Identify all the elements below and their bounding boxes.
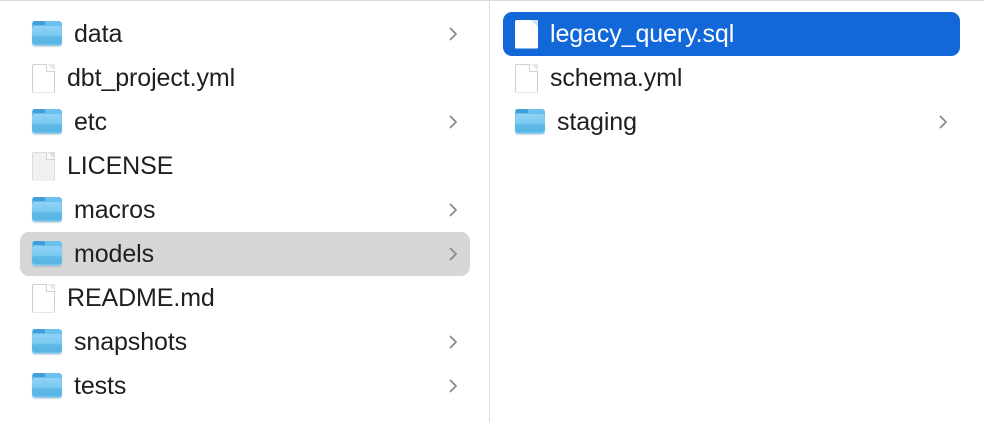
item-label: LICENSE [67,152,174,180]
document-icon [32,151,55,181]
item-label: data [74,20,123,48]
document-icon [515,19,538,49]
chevron-right-icon[interactable] [448,201,460,219]
folder-row[interactable]: etc [20,100,470,144]
folder-row[interactable]: data [20,12,470,56]
file-row[interactable]: LICENSE [20,144,470,188]
file-row[interactable]: legacy_query.sql [503,12,960,56]
folder-icon [32,109,62,135]
document-icon [32,283,55,313]
folder-icon [32,329,62,355]
chevron-right-icon[interactable] [448,245,460,263]
folder-row[interactable]: models [20,232,470,276]
item-label: staging [557,108,637,136]
folder-icon [32,197,62,223]
folder-icon [515,109,545,135]
folder-row[interactable]: macros [20,188,470,232]
item-label: macros [74,196,156,224]
folder-icon [32,21,62,47]
chevron-right-icon[interactable] [938,113,950,131]
folder-icon [32,373,62,399]
finder-column-child: legacy_query.sql schema.yml staging [490,1,983,422]
chevron-right-icon[interactable] [448,377,460,395]
chevron-right-icon[interactable] [448,333,460,351]
item-label: etc [74,108,108,136]
file-row[interactable]: README.md [20,276,470,320]
file-row[interactable]: dbt_project.yml [20,56,470,100]
file-row[interactable]: schema.yml [503,56,960,100]
item-label: dbt_project.yml [67,64,236,92]
document-icon [32,63,55,93]
folder-row[interactable]: staging [503,100,960,144]
folder-icon [32,241,62,267]
item-label: schema.yml [550,64,683,92]
item-label: README.md [67,284,215,312]
item-label: models [74,240,154,268]
document-icon [515,63,538,93]
chevron-right-icon[interactable] [448,25,460,43]
folder-row[interactable]: snapshots [20,320,470,364]
folder-row[interactable]: tests [20,364,470,408]
item-label: legacy_query.sql [550,20,735,48]
item-label: tests [74,372,127,400]
item-label: snapshots [74,328,188,356]
chevron-right-icon[interactable] [448,113,460,131]
